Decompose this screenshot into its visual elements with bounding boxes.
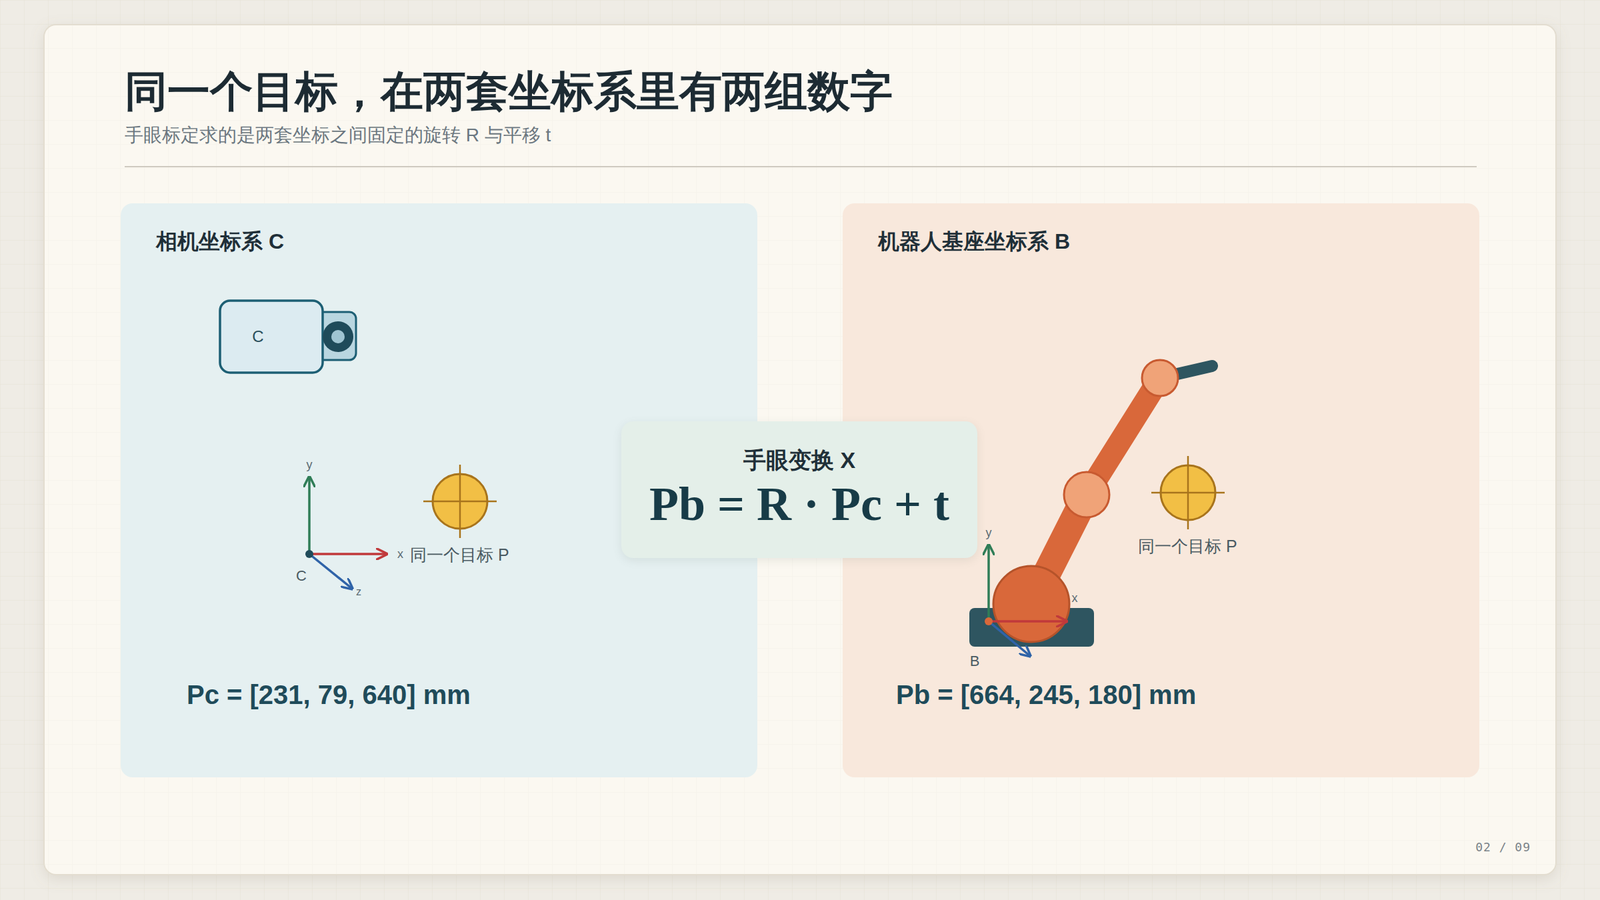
x-axis xyxy=(988,620,1066,623)
y-axis xyxy=(987,546,990,622)
slide-card xyxy=(44,24,1556,875)
target-label: 同一个目标 P xyxy=(410,544,510,565)
slide-subtitle: 手眼标定求的是两套坐标之间固定的旋转 R 与平移 t xyxy=(124,124,551,147)
camera-body: C xyxy=(220,300,323,373)
y-axis xyxy=(308,478,311,554)
x-axis xyxy=(309,552,386,556)
panel-heading: 相机坐标系 C xyxy=(156,228,284,254)
axis-label: x xyxy=(1072,591,1078,606)
page-number: 02 / 09 xyxy=(1475,840,1531,855)
origin-label: B xyxy=(970,652,980,670)
box-heading: 手眼变换 X xyxy=(743,446,856,474)
axis-label: z xyxy=(356,585,362,598)
axis-label: y xyxy=(306,458,313,473)
target-symbol xyxy=(423,464,497,538)
camera-lens xyxy=(322,321,354,352)
axis-label: y xyxy=(986,526,992,541)
origin-label: C xyxy=(296,567,307,585)
card-grid xyxy=(44,24,1556,875)
camera-body xyxy=(220,300,323,373)
camera-origin xyxy=(305,550,314,558)
base-origin xyxy=(984,617,993,626)
target-symbol xyxy=(1151,456,1225,530)
z-axis xyxy=(309,554,352,588)
target-label: 同一个目标 P xyxy=(1138,536,1238,556)
coordinate-value: Pb = [664, 245, 180] mm xyxy=(896,678,1196,711)
formula: Pb = R · Pc + t xyxy=(649,475,950,533)
slide-title: 同一个目标，在两套坐标系里有两组数字 xyxy=(124,66,893,118)
title-rule xyxy=(124,166,1477,168)
transform-box: 手眼变换 XPb = R · Pc + t xyxy=(621,421,978,558)
camera-lens-glass xyxy=(331,330,345,344)
coordinate-value: Pc = [231, 79, 640] mm xyxy=(186,678,471,711)
panel-heading: 机器人基座坐标系 B xyxy=(878,228,1070,254)
axis-label: x xyxy=(397,547,404,562)
z-axis xyxy=(988,621,1030,656)
camera-label: C xyxy=(252,327,264,347)
